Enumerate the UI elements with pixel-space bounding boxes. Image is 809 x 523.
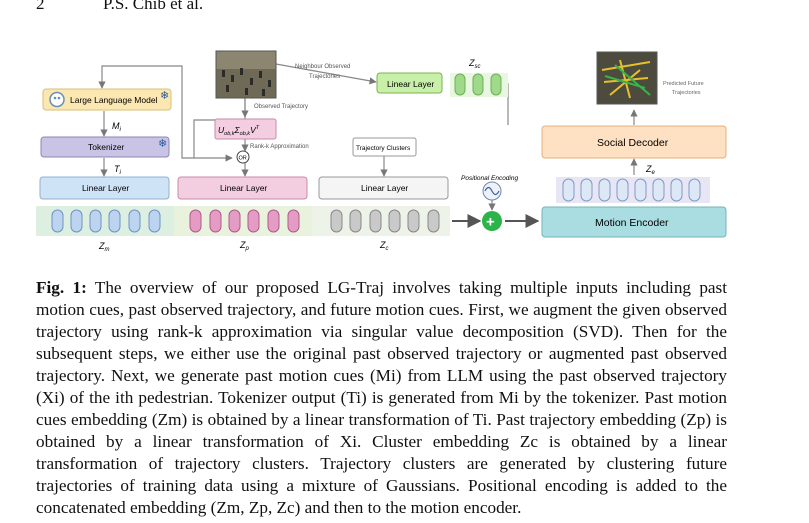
caption-label: Fig. 1: bbox=[36, 278, 87, 297]
plus-icon bbox=[482, 211, 502, 231]
zsc-label: Zsc bbox=[468, 58, 481, 70]
predicted-image bbox=[596, 51, 658, 105]
social-decoder-box bbox=[541, 125, 727, 159]
architecture-figure: Large Language Model ❄ Mi Tokenizer ❄ Ti… bbox=[36, 50, 727, 253]
linear-layer-motion bbox=[39, 176, 170, 200]
linear-layer-motion-label: Linear Layer bbox=[82, 183, 129, 193]
rank-k-label: Rank-k Approximation bbox=[250, 144, 309, 150]
ze-token-strip bbox=[556, 177, 710, 203]
positional-encoding-label: Positional Encoding bbox=[461, 175, 518, 182]
trajectory-clusters-label: Trajectory Clusters bbox=[356, 145, 411, 152]
snowflake-icon: ❄ bbox=[158, 138, 167, 150]
zm-label: Zm bbox=[98, 241, 110, 253]
svd-formula: Uob,kΣob,kVT bbox=[218, 125, 260, 137]
zsc-tokens bbox=[454, 73, 502, 96]
llm-box: Large Language Model ❄ bbox=[42, 88, 172, 111]
trajectory-clusters-box bbox=[352, 137, 417, 157]
or-label: OR bbox=[239, 156, 247, 162]
snowflake-icon: ❄ bbox=[160, 90, 169, 102]
linear-layer-neighbour-label: Linear Layer bbox=[387, 79, 434, 89]
motion-encoder-box bbox=[541, 206, 727, 238]
svg-text:+: + bbox=[486, 214, 495, 231]
page-header: 2 P.S. Chib et al. bbox=[0, 0, 809, 14]
scene-image bbox=[215, 50, 277, 99]
motion-encoder-label: Motion Encoder bbox=[595, 217, 669, 229]
mi-label: Mi bbox=[112, 121, 122, 133]
zc-label: Zc bbox=[379, 240, 389, 252]
neighbour-label-2: Trajectories bbox=[309, 74, 340, 80]
ze-label: Ze bbox=[645, 164, 656, 176]
observed-trajectory-label: Observed Trajectory bbox=[254, 104, 308, 110]
tokenizer-label: Tokenizer bbox=[88, 142, 125, 152]
linear-layer-trajectory bbox=[177, 176, 308, 200]
figure-caption: Fig. 1: The overview of our proposed LG-… bbox=[36, 277, 727, 519]
neighbour-label-1: Neighbour Observed bbox=[295, 64, 350, 70]
ze-tokens bbox=[562, 178, 701, 202]
linear-layer-neighbour bbox=[376, 72, 443, 94]
zc-tokens bbox=[330, 209, 440, 233]
svd-box: Uob,kΣob,kVT bbox=[214, 118, 277, 140]
robot-icon bbox=[49, 91, 65, 108]
zm-tokens bbox=[51, 209, 161, 233]
linear-layer-trajectory-label: Linear Layer bbox=[220, 183, 267, 193]
predicted-label-2: Trajectories bbox=[672, 90, 701, 96]
llm-label: Large Language Model bbox=[70, 95, 158, 105]
connector-lines bbox=[98, 63, 638, 211]
predicted-label-1: Predicted Future bbox=[663, 81, 704, 87]
running-authors: P.S. Chib et al. bbox=[103, 0, 204, 13]
zp-label: Zp bbox=[239, 240, 250, 252]
page-number: 2 bbox=[36, 0, 45, 13]
linear-layer-clusters bbox=[318, 176, 449, 200]
caption-text: The overview of our proposed LG-Traj inv… bbox=[36, 278, 728, 517]
tokenizer-box: Tokenizer ❄ bbox=[40, 136, 170, 158]
ti-label: Ti bbox=[114, 164, 122, 176]
social-decoder-label: Social Decoder bbox=[597, 137, 669, 149]
linear-layer-clusters-label: Linear Layer bbox=[361, 183, 408, 193]
or-node bbox=[236, 150, 250, 164]
zp-tokens bbox=[189, 209, 300, 233]
